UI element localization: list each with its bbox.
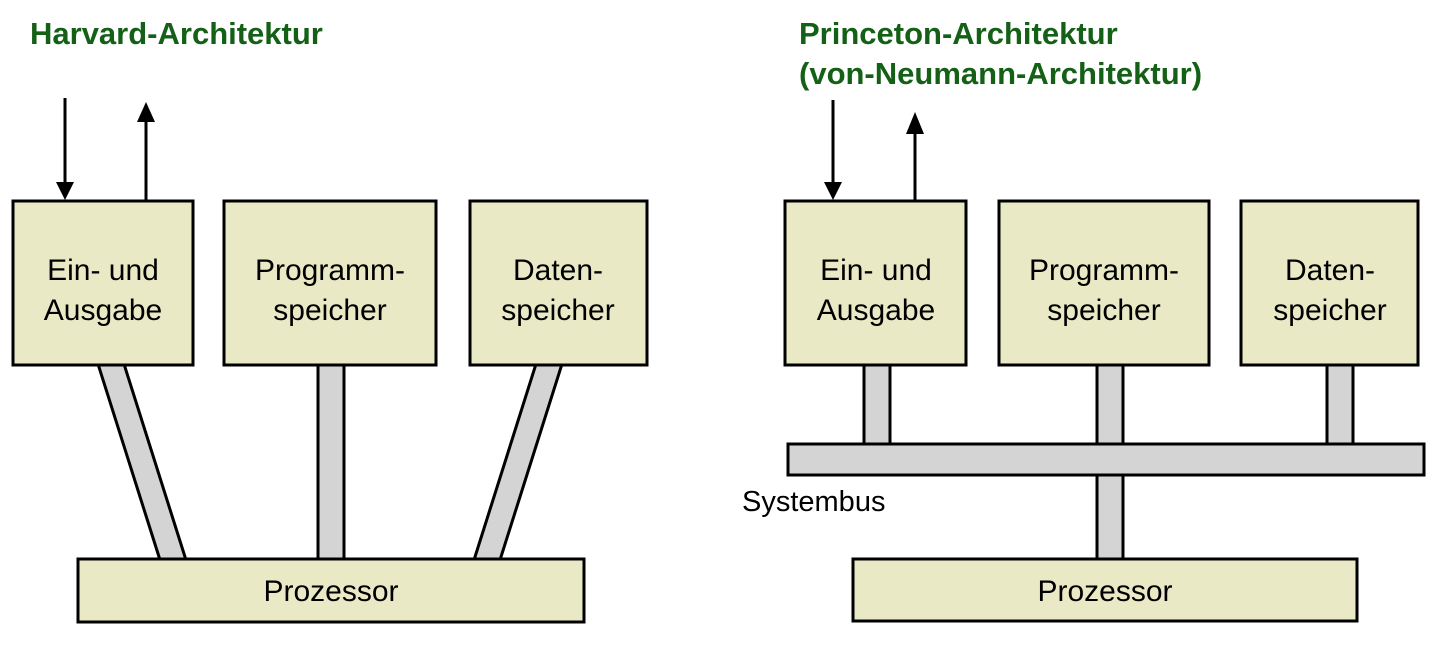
princeton-system-bus-bar[interactable]	[786, 442, 1426, 477]
princeton-connector-processor	[1095, 471, 1125, 563]
princeton-system-bus-label: Systembus	[742, 486, 885, 518]
princeton-connector-io	[862, 362, 892, 448]
harvard-box-program-memory-rect[interactable]	[222, 199, 438, 367]
harvard-title: Harvard-Architektur	[30, 16, 323, 51]
princeton-box-data-memory[interactable]: Daten- speicher	[1239, 199, 1420, 367]
harvard-box-io-line2: Ausgabe	[44, 294, 162, 327]
harvard-architecture-group: Harvard-Architektur	[11, 16, 649, 624]
harvard-box-processor-label: Prozessor	[263, 575, 398, 608]
princeton-output-arrow	[906, 112, 924, 203]
princeton-box-processor[interactable]: Prozessor	[851, 557, 1359, 623]
harvard-box-data-memory[interactable]: Daten- speicher	[468, 199, 649, 367]
princeton-input-arrow	[824, 100, 842, 200]
harvard-output-arrow	[137, 102, 155, 203]
harvard-box-data-memory-rect[interactable]	[468, 199, 649, 367]
princeton-connector-data-memory	[1325, 362, 1355, 448]
harvard-box-io[interactable]: Ein- und Ausgabe	[11, 199, 195, 367]
princeton-box-data-memory-line1: Daten-	[1285, 254, 1375, 287]
princeton-system-bus[interactable]	[786, 442, 1426, 477]
harvard-box-processor-rect[interactable]	[76, 557, 586, 624]
princeton-box-data-memory-rect[interactable]	[1239, 199, 1420, 367]
harvard-box-io-line1: Ein- und	[47, 254, 159, 287]
princeton-box-io-line1: Ein- und	[820, 254, 932, 287]
harvard-box-processor[interactable]: Prozessor	[76, 557, 586, 624]
princeton-box-io-line2: Ausgabe	[817, 294, 935, 327]
princeton-box-program-memory-line1: Programm-	[1029, 254, 1179, 287]
princeton-architecture-group: Princeton-Architektur (von-Neumann-Archi…	[742, 16, 1426, 623]
harvard-box-program-memory-line1: Programm-	[255, 254, 405, 287]
princeton-title-line2: (von-Neumann-Architektur)	[799, 56, 1202, 91]
princeton-connector-program-memory	[1095, 362, 1125, 448]
princeton-box-program-memory-line2: speicher	[1047, 294, 1160, 327]
princeton-box-io[interactable]: Ein- und Ausgabe	[783, 199, 968, 367]
princeton-box-data-memory-line2: speicher	[1273, 294, 1386, 327]
harvard-box-io-rect[interactable]	[11, 199, 195, 367]
harvard-box-data-memory-line2: speicher	[501, 294, 614, 327]
princeton-box-program-memory-rect[interactable]	[997, 199, 1211, 367]
harvard-connector-data-memory	[471, 362, 565, 562]
princeton-box-processor-label: Prozessor	[1037, 575, 1172, 608]
harvard-connector-program-memory	[316, 362, 346, 562]
princeton-title-line1: Princeton-Architektur	[799, 16, 1118, 51]
harvard-connector-io	[95, 362, 189, 562]
princeton-box-program-memory[interactable]: Programm- speicher	[997, 199, 1211, 367]
harvard-box-data-memory-line1: Daten-	[513, 254, 603, 287]
princeton-box-processor-rect[interactable]	[851, 557, 1359, 623]
harvard-input-arrow	[56, 98, 74, 200]
harvard-box-program-memory-line2: speicher	[273, 294, 386, 327]
princeton-box-io-rect[interactable]	[783, 199, 968, 367]
harvard-box-program-memory[interactable]: Programm- speicher	[222, 199, 438, 367]
